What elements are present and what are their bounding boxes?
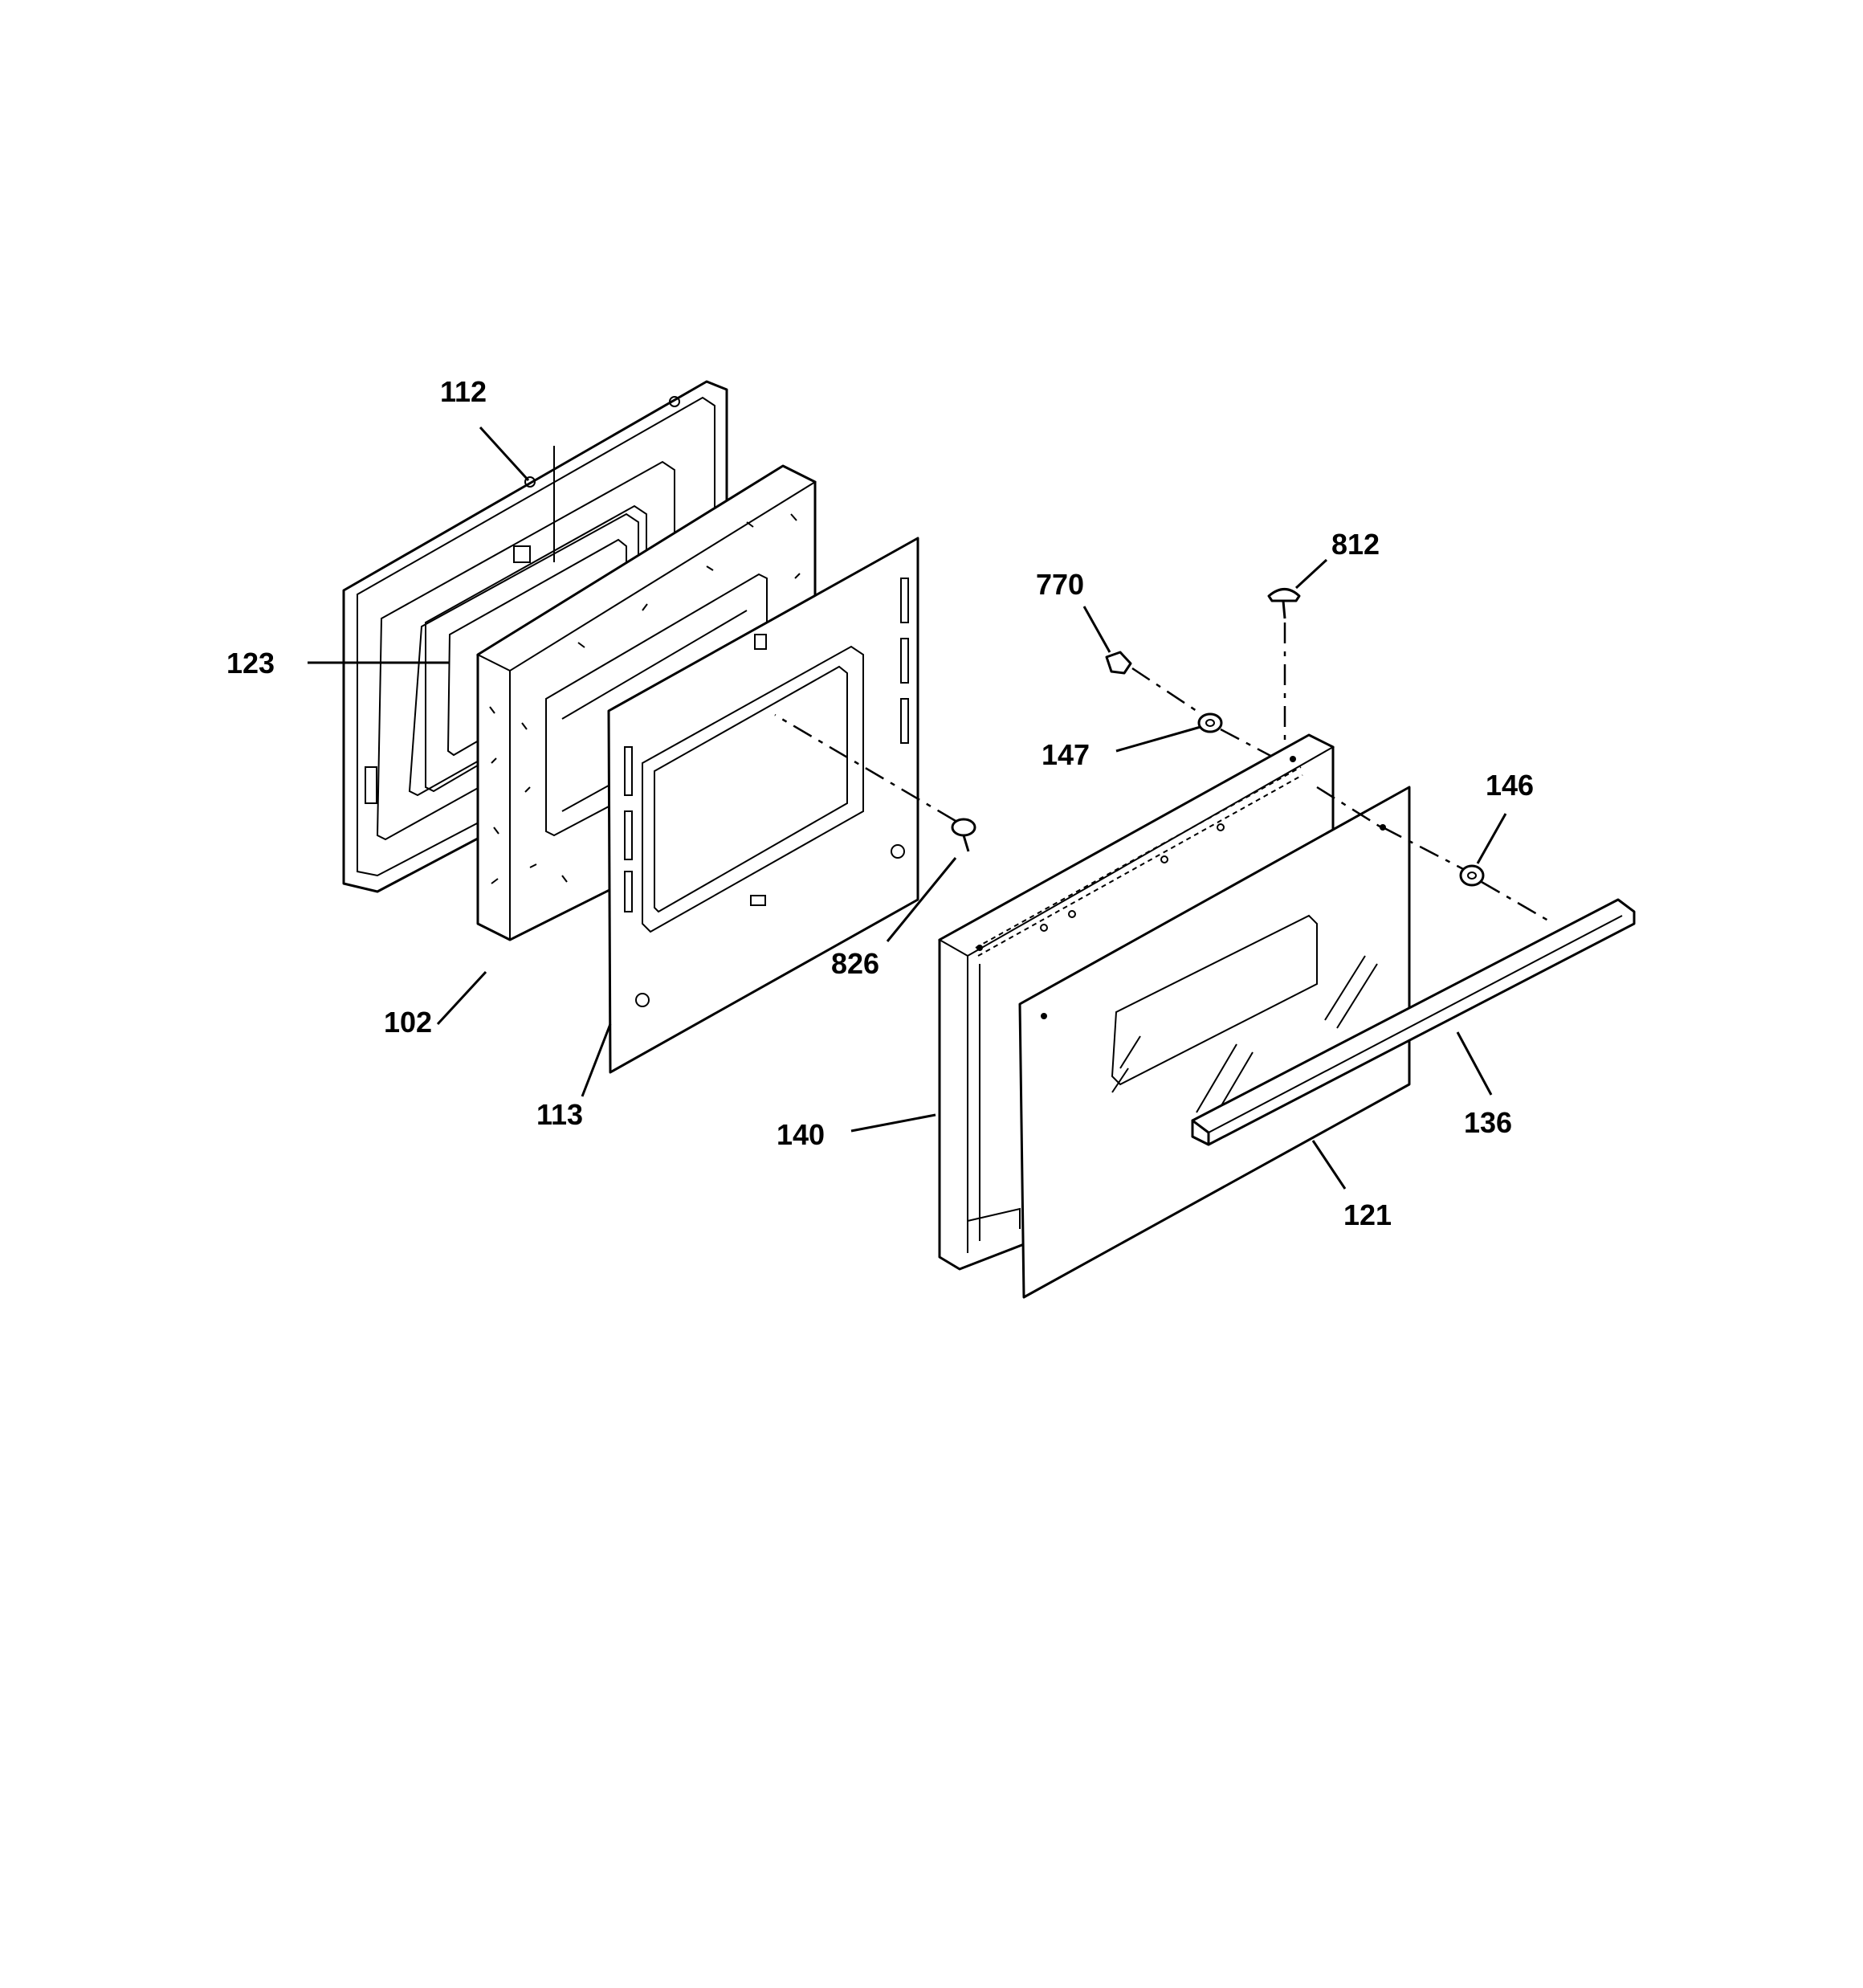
callout-140: 140 xyxy=(777,1118,825,1151)
callout-112: 112 xyxy=(440,375,487,408)
callout-147: 147 xyxy=(1042,738,1090,771)
callout-136: 136 xyxy=(1464,1106,1512,1139)
part-812-screw xyxy=(1267,588,1301,747)
part-121-outer-glass xyxy=(1018,786,1469,1299)
part-826-screw xyxy=(774,713,976,852)
glass-reflection-marks xyxy=(1111,955,1378,1121)
leader-lines xyxy=(308,426,1507,1190)
part-136-handle xyxy=(1191,898,1636,1146)
callout-labels: 112 123 102 113 826 770 812 147 146 140 … xyxy=(226,375,1534,1231)
part-770-screw xyxy=(1105,651,1197,712)
part-113-inner-panel xyxy=(607,537,919,1074)
part-146-spacer xyxy=(1459,864,1555,925)
callout-113: 113 xyxy=(536,1098,583,1131)
panel-slots xyxy=(624,578,909,912)
callout-146: 146 xyxy=(1486,769,1534,802)
callout-123: 123 xyxy=(226,647,275,680)
callout-121: 121 xyxy=(1343,1198,1392,1231)
callout-826: 826 xyxy=(831,947,879,980)
vent-holes xyxy=(975,766,1303,957)
callout-102: 102 xyxy=(384,1006,432,1039)
part-147-washer xyxy=(1197,712,1278,761)
callout-770: 770 xyxy=(1036,568,1084,601)
callout-812: 812 xyxy=(1331,528,1380,561)
